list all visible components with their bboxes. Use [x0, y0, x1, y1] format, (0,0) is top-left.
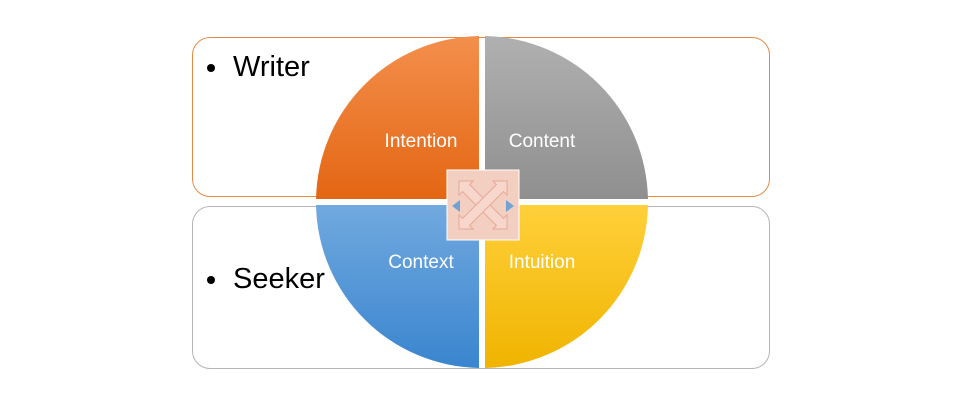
- intuition-quadrant: [485, 205, 648, 368]
- bullet-icon: [207, 63, 215, 72]
- four-way-arrows-icon: [446, 169, 520, 241]
- seeker-label: Seeker: [233, 263, 325, 295]
- intention-label: Intention: [385, 131, 458, 152]
- intuition-label: Intuition: [509, 252, 576, 273]
- content-label: Content: [509, 131, 576, 152]
- seeker-bullet: Seeker: [207, 265, 325, 294]
- intention-quadrant: [316, 36, 479, 199]
- content-quadrant: [485, 36, 648, 199]
- writer-bullet: Writer: [207, 53, 310, 82]
- context-quadrant: [316, 205, 479, 368]
- writer-label: Writer: [233, 51, 310, 83]
- context-label: Context: [388, 252, 454, 273]
- bullet-icon: [207, 275, 215, 284]
